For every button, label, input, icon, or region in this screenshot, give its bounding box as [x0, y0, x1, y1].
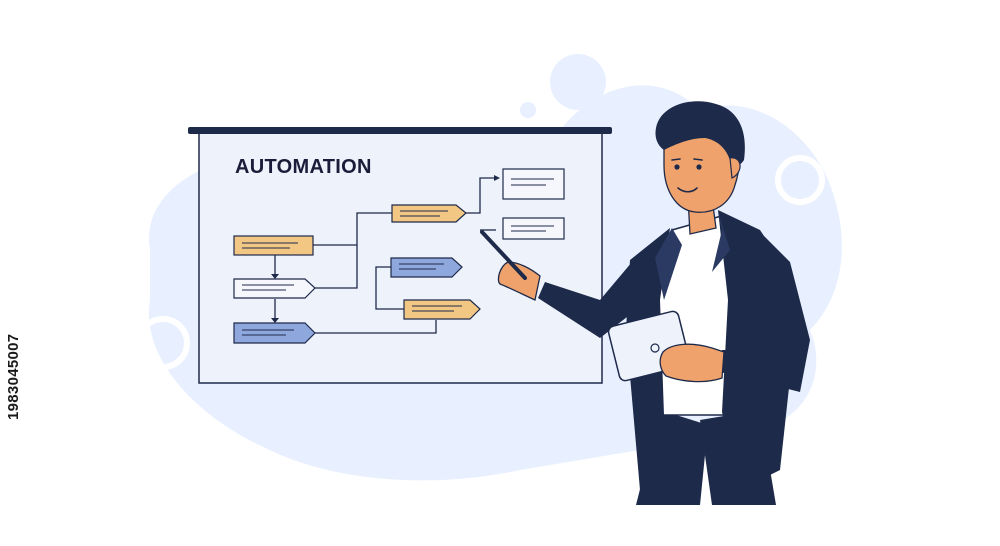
flow-connectors	[274, 177, 496, 334]
person-features	[671, 158, 703, 193]
flow-node-branch-blue	[390, 257, 463, 278]
bubble-large	[550, 54, 606, 110]
flow-arrowheads	[271, 175, 500, 323]
flow-node-decision-top	[391, 204, 467, 223]
bubble-ring-right	[775, 155, 825, 205]
person-hand-right	[659, 343, 725, 383]
person-hand-left	[497, 261, 541, 301]
flow-node-output-1	[502, 168, 565, 200]
bubble-small	[520, 102, 536, 118]
flow-node-step	[233, 278, 316, 299]
board-top-bar	[188, 127, 612, 134]
flow-node-output-2	[502, 217, 565, 240]
person-arm-left	[538, 262, 636, 338]
pointer-pen-icon	[480, 230, 527, 280]
person-ear	[729, 157, 741, 179]
flow-node-branch-orange	[403, 299, 481, 320]
person-hair	[655, 101, 745, 167]
board-title: AUTOMATION	[235, 156, 372, 178]
bubble-ring	[136, 316, 190, 370]
person-arm-right	[720, 232, 810, 392]
flow-node-result	[233, 322, 316, 344]
flow-node-start	[233, 235, 314, 256]
stock-id-watermark: 1983045007	[5, 333, 22, 420]
